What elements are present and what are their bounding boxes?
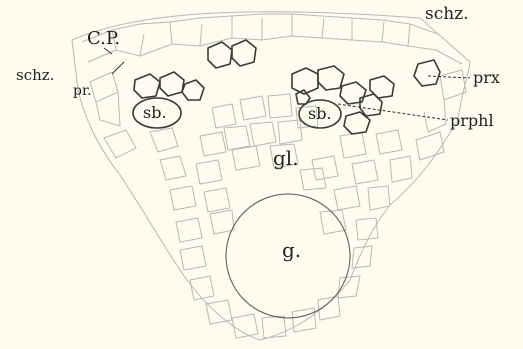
cell-network xyxy=(82,14,466,338)
label-schz-right: schz. xyxy=(425,6,469,23)
thick-walled-cells xyxy=(134,40,440,134)
label-schz-left: schz. xyxy=(16,68,54,83)
label-g: g. xyxy=(282,240,301,260)
label-gl: gl. xyxy=(273,148,299,168)
label-pr: pr. xyxy=(73,84,92,98)
pr-leader xyxy=(112,62,124,74)
label-prx: prx xyxy=(473,70,500,86)
label-sb-right: sb. xyxy=(308,106,332,122)
label-cp: C.P. xyxy=(87,30,120,48)
label-prphl: prphl xyxy=(450,113,494,129)
label-sb-left: sb. xyxy=(143,105,167,121)
section-outline xyxy=(72,12,470,340)
prphl-leader xyxy=(338,104,448,120)
